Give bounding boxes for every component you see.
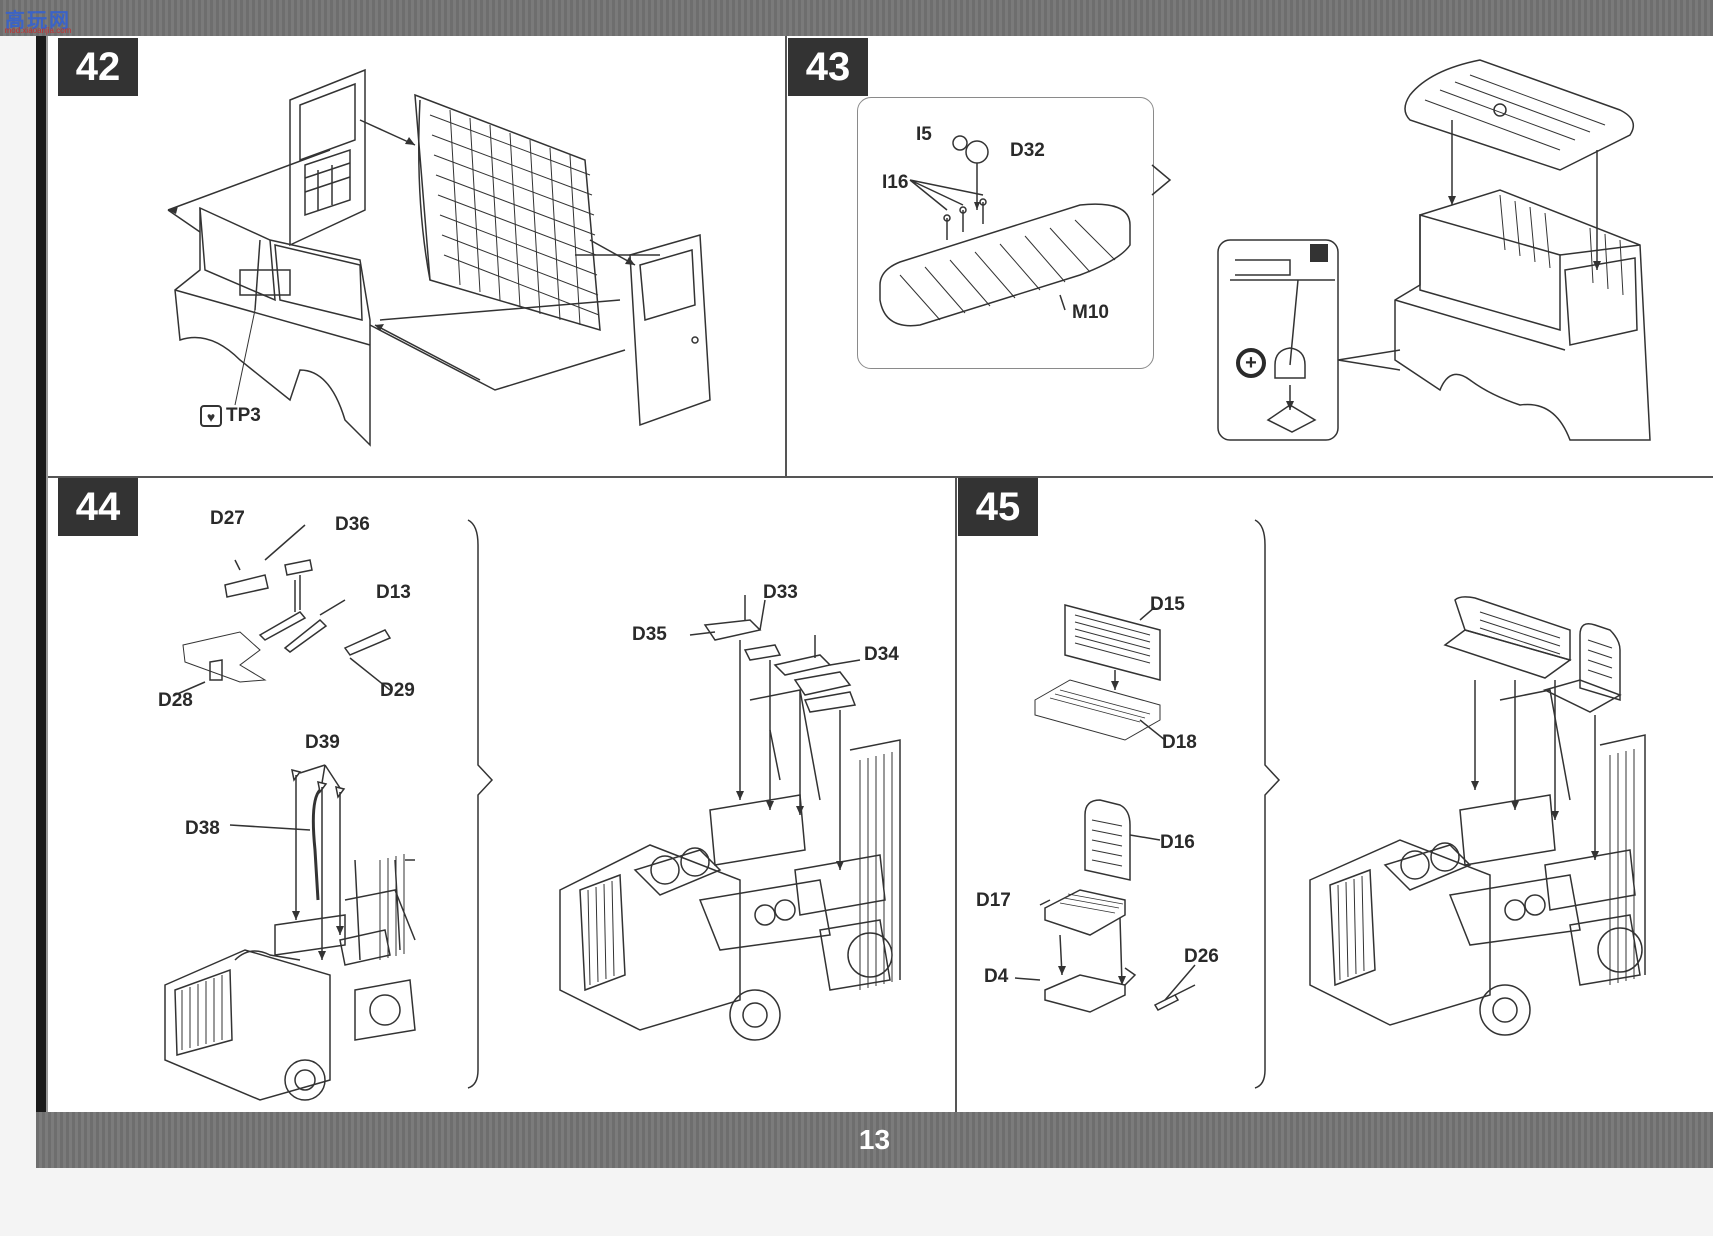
label-d28: D28 — [158, 690, 193, 711]
label-d18: D18 — [1162, 732, 1197, 753]
label-d29: D29 — [380, 680, 415, 701]
glue-heart-icon: ♥ — [200, 405, 222, 427]
label-d26: D26 — [1184, 946, 1219, 967]
watermark-url: mod.xiaoanjia.com — [4, 26, 72, 35]
label-d27: D27 — [210, 508, 245, 529]
spine-edge — [46, 36, 48, 1112]
label-d35: D35 — [632, 624, 667, 645]
label-d15: D15 — [1150, 594, 1185, 615]
label-m10: M10 — [1072, 302, 1109, 323]
divider-vertical-bottom — [955, 476, 957, 1112]
label-d4: D4 — [984, 966, 1009, 987]
step-number-43: 43 — [788, 38, 868, 96]
label-d38: D38 — [185, 818, 220, 839]
step-number-44: 44 — [58, 478, 138, 536]
top-band — [0, 0, 1713, 36]
booklet-spine — [36, 36, 46, 1168]
label-d16: D16 — [1160, 832, 1195, 853]
footer-band: 13 — [36, 1112, 1713, 1168]
page-number: 13 — [858, 1124, 891, 1155]
zoom-in-icon: + — [1236, 348, 1266, 378]
roof-detail-callout — [857, 97, 1154, 369]
step-number-45: 45 — [958, 478, 1038, 536]
watermark-logo: 高玩网 mod.xiaoanjia.com — [4, 4, 72, 36]
label-d34: D34 — [864, 644, 899, 665]
watermark-text: 高玩网 — [5, 10, 71, 32]
divider-vertical-top — [785, 36, 787, 476]
label-d36: D36 — [335, 514, 370, 535]
label-i5: I5 — [916, 124, 932, 145]
label-d17: D17 — [976, 890, 1011, 911]
label-d13: D13 — [376, 582, 411, 603]
label-i16: I16 — [882, 172, 909, 193]
label-d39: D39 — [305, 732, 340, 753]
label-d33: D33 — [763, 582, 798, 603]
step-number-42: 42 — [58, 38, 138, 96]
label-d32: D32 — [1010, 140, 1045, 161]
tp3-glue-label: ♥ TP3 — [200, 405, 261, 427]
label-tp3: TP3 — [226, 405, 261, 426]
divider-horizontal — [48, 476, 1713, 478]
